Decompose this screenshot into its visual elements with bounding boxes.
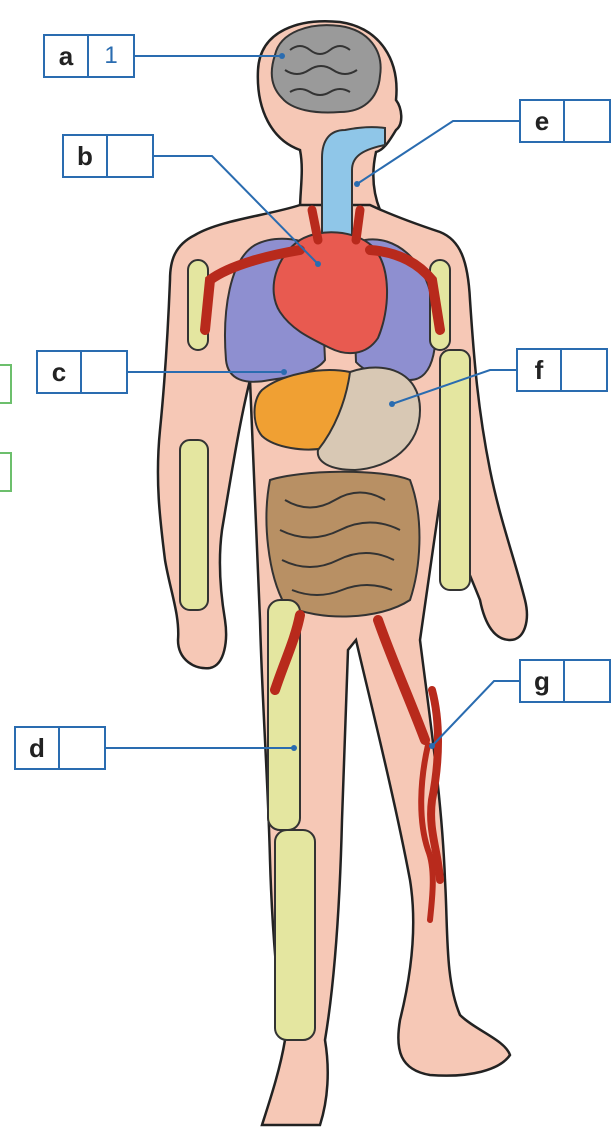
label-letter-a: a: [45, 36, 89, 76]
label-letter-e: e: [521, 101, 565, 141]
neck-artery-right: [356, 210, 360, 240]
pointer-g: [432, 681, 519, 746]
dot-c: [281, 369, 287, 375]
shin-bone: [275, 830, 315, 1040]
dot-d: [291, 745, 297, 751]
label-box-d[interactable]: d: [14, 726, 106, 770]
label-box-e[interactable]: e: [519, 99, 611, 143]
label-letter-g: g: [521, 661, 565, 701]
side-answer-box-1[interactable]: [0, 364, 12, 404]
dot-b: [315, 261, 321, 267]
answer-field-d[interactable]: [60, 728, 104, 768]
answer-field-c[interactable]: [82, 352, 126, 392]
dot-g: [429, 743, 435, 749]
brain: [272, 25, 381, 112]
label-box-g[interactable]: g: [519, 659, 611, 703]
label-box-c[interactable]: c: [36, 350, 128, 394]
dot-e: [354, 181, 360, 187]
label-letter-b: b: [64, 136, 108, 176]
label-box-f[interactable]: f: [516, 348, 608, 392]
label-box-a[interactable]: a 1: [43, 34, 135, 78]
answer-field-b[interactable]: [108, 136, 152, 176]
label-letter-f: f: [518, 350, 562, 390]
answer-field-e[interactable]: [565, 101, 609, 141]
label-letter-d: d: [16, 728, 60, 768]
side-answer-box-2[interactable]: [0, 452, 12, 492]
leg-vessel-branch-1: [431, 690, 440, 880]
answer-field-g[interactable]: [565, 661, 609, 701]
answer-field-a[interactable]: 1: [89, 36, 133, 76]
label-box-b[interactable]: b: [62, 134, 154, 178]
answer-field-f[interactable]: [562, 350, 606, 390]
intestines: [266, 472, 419, 617]
dot-a: [279, 53, 285, 59]
label-letter-c: c: [38, 352, 82, 392]
left-forearm: [180, 440, 208, 610]
neck-artery-left: [312, 210, 318, 240]
dot-f: [389, 401, 395, 407]
